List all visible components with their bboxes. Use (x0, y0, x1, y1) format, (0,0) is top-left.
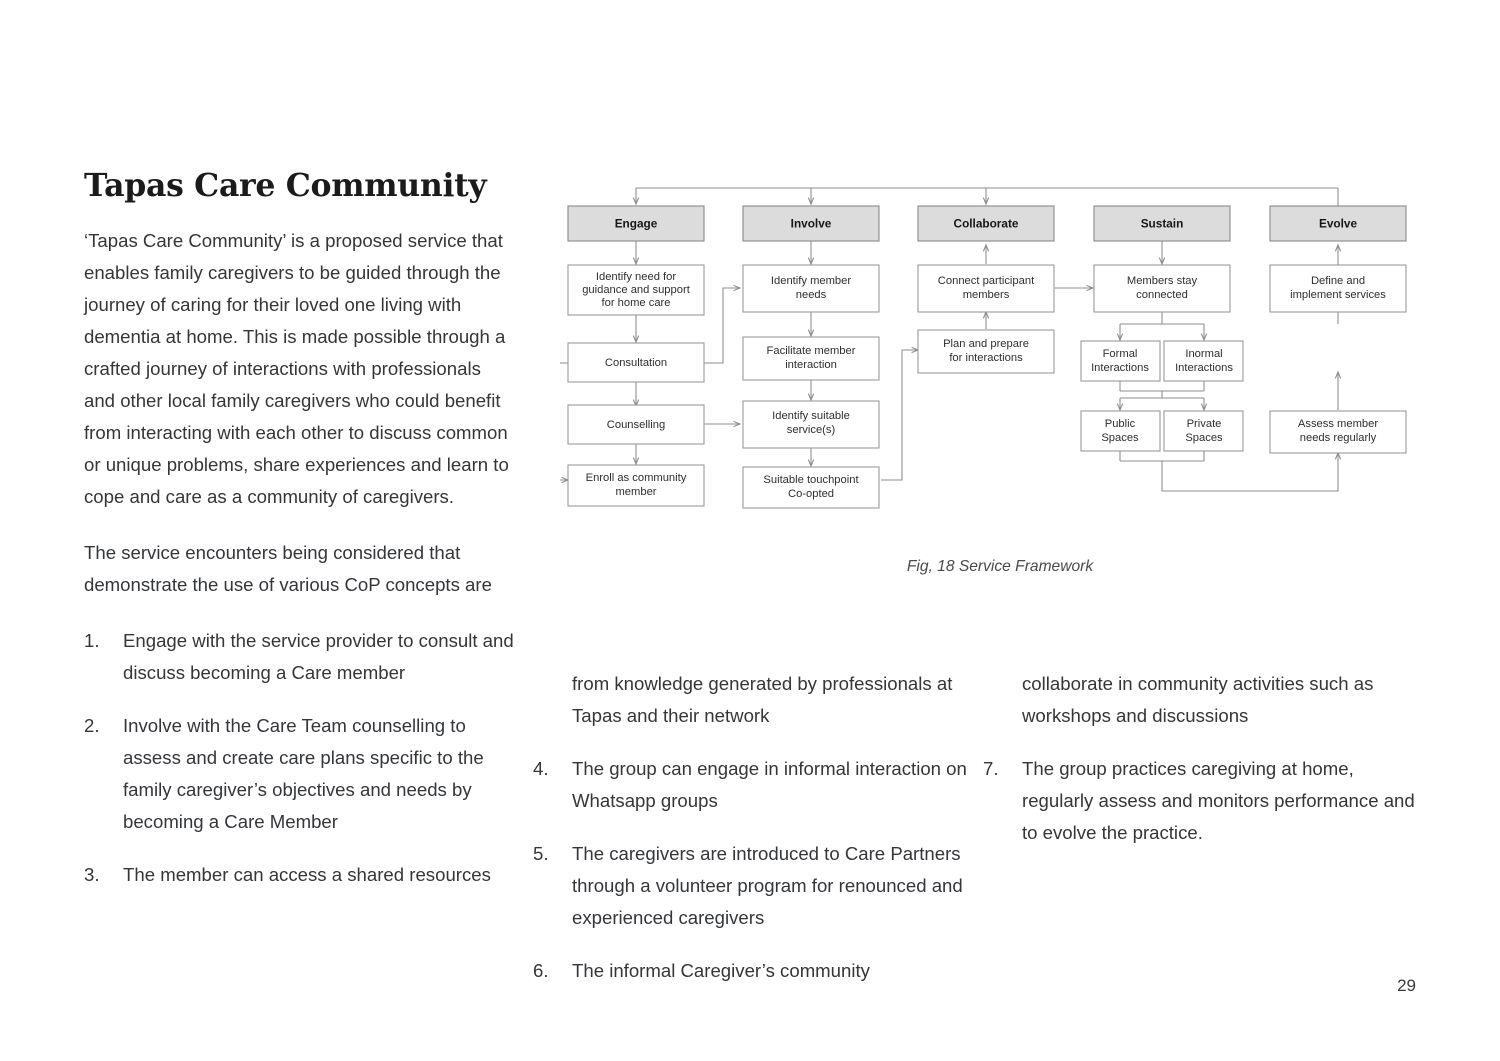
node-line: Spaces (1185, 432, 1223, 444)
node-line: Define and (1311, 275, 1365, 287)
diagram-node-define-and-implement[interactable]: Define and implement services (1269, 264, 1407, 313)
list-item: 6. The informal Caregiver’s community (533, 955, 973, 987)
node-line: Co-opted (788, 488, 834, 500)
node-line: Connect participant (938, 275, 1035, 287)
diagram-header-label: Evolve (1319, 217, 1357, 231)
diagram-header-label: Collaborate (954, 217, 1019, 231)
list-item: 5. The caregivers are introduced to Care… (533, 838, 973, 934)
node-line: needs (796, 289, 827, 301)
diagram-node-identify-member-needs[interactable]: Identify member needs (742, 264, 880, 313)
diagram-node-inormal-interactions[interactable]: Inormal Interactions (1163, 340, 1244, 382)
diagram-header-involve[interactable]: Involve (742, 205, 880, 242)
node-line: Inormal (1185, 348, 1222, 360)
diagram-node-counselling[interactable]: Counselling (567, 404, 705, 445)
diagram-node-private-spaces[interactable]: Private Spaces (1163, 410, 1244, 452)
diagram-header-evolve[interactable]: Evolve (1269, 205, 1407, 242)
list-item-text: collaborate in community activities such… (1022, 673, 1374, 726)
diagram-node-public-spaces[interactable]: Public Spaces (1080, 410, 1161, 452)
encounters-list-middle: from knowledge generated by professional… (533, 668, 973, 987)
node-line: Plan and prepare (943, 338, 1029, 350)
list-item-text: The caregivers are introduced to Care Pa… (572, 843, 963, 928)
list-item-continuation: collaborate in community activities such… (983, 668, 1423, 732)
node-line: Facilitate member (767, 345, 856, 357)
diagram-header-label: Engage (615, 217, 658, 231)
node-line: Interactions (1175, 362, 1233, 374)
list-item-text: The group can engage in informal interac… (572, 758, 967, 811)
node-line: for home care (601, 297, 670, 309)
diagram-node-assess-member-needs[interactable]: Assess member needs regularly (1269, 410, 1407, 454)
diagram-node-plan-and-prepare[interactable]: Plan and prepare for interactions (917, 329, 1055, 374)
page-number: 29 (1397, 976, 1416, 995)
node-line: member (615, 486, 656, 498)
left-text-column: Tapas Care Community ‘Tapas Care Communi… (84, 168, 516, 912)
list-item-number: 1. (84, 630, 100, 652)
node-line: Formal (1103, 348, 1138, 360)
intro-paragraph-1: ‘Tapas Care Community’ is a proposed ser… (84, 230, 509, 508)
node-line: Identify need for (596, 271, 677, 283)
list-item: 4. The group can engage in informal inte… (533, 753, 973, 817)
diagram-header-sustain[interactable]: Sustain (1093, 205, 1231, 242)
node-line: Enroll as community (586, 472, 687, 484)
node-line: Identify member (771, 275, 851, 287)
node-line: Suitable touchpoint (763, 474, 859, 486)
node-line: Assess member (1298, 418, 1378, 430)
list-item: 2. Involve with the Care Team counsellin… (84, 710, 516, 838)
list-item: 1. Engage with the service provider to c… (84, 625, 516, 689)
diagram-header-label: Involve (791, 217, 832, 231)
diagram-node-consultation[interactable]: Consultation (567, 342, 705, 383)
list-item-text: from knowledge generated by professional… (572, 673, 953, 726)
list-item-number: 5. (533, 843, 549, 864)
node-line: guidance and support (582, 284, 691, 296)
node-line: implement services (1290, 289, 1386, 301)
node-line: members (963, 289, 1010, 301)
node-line: Interactions (1091, 362, 1149, 374)
encounters-list-right: collaborate in community activities such… (983, 668, 1423, 849)
list-item-text: The group practices caregiving at home, … (1022, 758, 1415, 843)
service-framework-diagram: Engage Involve Collaborate Sustain Evolv… (560, 178, 1440, 523)
list-item-text: Involve with the Care Team counselling t… (123, 715, 484, 833)
node-line: Private (1187, 418, 1222, 430)
right-text-column: collaborate in community activities such… (983, 668, 1423, 870)
list-item-number: 7. (983, 758, 999, 779)
middle-text-column: from knowledge generated by professional… (533, 668, 973, 1008)
list-item-number: 2. (84, 715, 100, 737)
node-line: needs regularly (1300, 432, 1377, 444)
list-item-continuation: from knowledge generated by professional… (533, 668, 973, 732)
node-line: Consultation (605, 357, 667, 369)
list-item-text: The member can access a shared resources (123, 864, 491, 886)
list-item: 7. The group practices caregiving at hom… (983, 753, 1423, 849)
diagram-header-collaborate[interactable]: Collaborate (917, 205, 1055, 242)
diagram-node-members-stay-connected[interactable]: Members stay connected (1093, 264, 1231, 313)
page-title: Tapas Care Community (84, 167, 487, 204)
list-item: 3. The member can access a shared resour… (84, 859, 516, 891)
diagram-node-facilitate-interaction[interactable]: Facilitate member interaction (742, 336, 880, 381)
node-line: Members stay (1127, 275, 1198, 287)
list-item-number: 4. (533, 758, 549, 779)
diagram-node-enroll[interactable]: Enroll as community member (567, 464, 705, 507)
list-item-text: The informal Caregiver’s community (572, 960, 870, 981)
diagram-node-suitable-touchpoint[interactable]: Suitable touchpoint Co-opted (742, 466, 880, 509)
list-item-number: 3. (84, 864, 100, 886)
diagram-header-label: Sustain (1141, 217, 1184, 231)
node-line: service(s) (787, 424, 836, 436)
diagram-node-identify-need[interactable]: Identify need for guidance and support f… (567, 264, 705, 316)
diagram-node-identify-suitable-service[interactable]: Identify suitable service(s) (742, 400, 880, 449)
node-line: connected (1136, 289, 1188, 301)
figure-caption: Fig, 18 Service Framework (906, 558, 1094, 575)
list-item-number: 6. (533, 960, 549, 981)
node-line: Spaces (1101, 432, 1139, 444)
node-line: for interactions (949, 352, 1023, 364)
diagram-header-engage[interactable]: Engage (567, 205, 705, 242)
node-line: Counselling (607, 419, 665, 431)
diagram-node-connect-participant-members[interactable]: Connect participant members (917, 264, 1055, 313)
list-item-text: Engage with the service provider to cons… (123, 630, 514, 684)
node-line: interaction (785, 359, 837, 371)
node-line: Public (1105, 418, 1136, 430)
encounters-list-left: 1. Engage with the service provider to c… (84, 625, 516, 891)
intro-paragraph-2: The service encounters being considered … (84, 542, 492, 596)
node-line: Identify suitable (772, 410, 850, 422)
diagram-node-formal-interactions[interactable]: Formal Interactions (1080, 340, 1161, 382)
